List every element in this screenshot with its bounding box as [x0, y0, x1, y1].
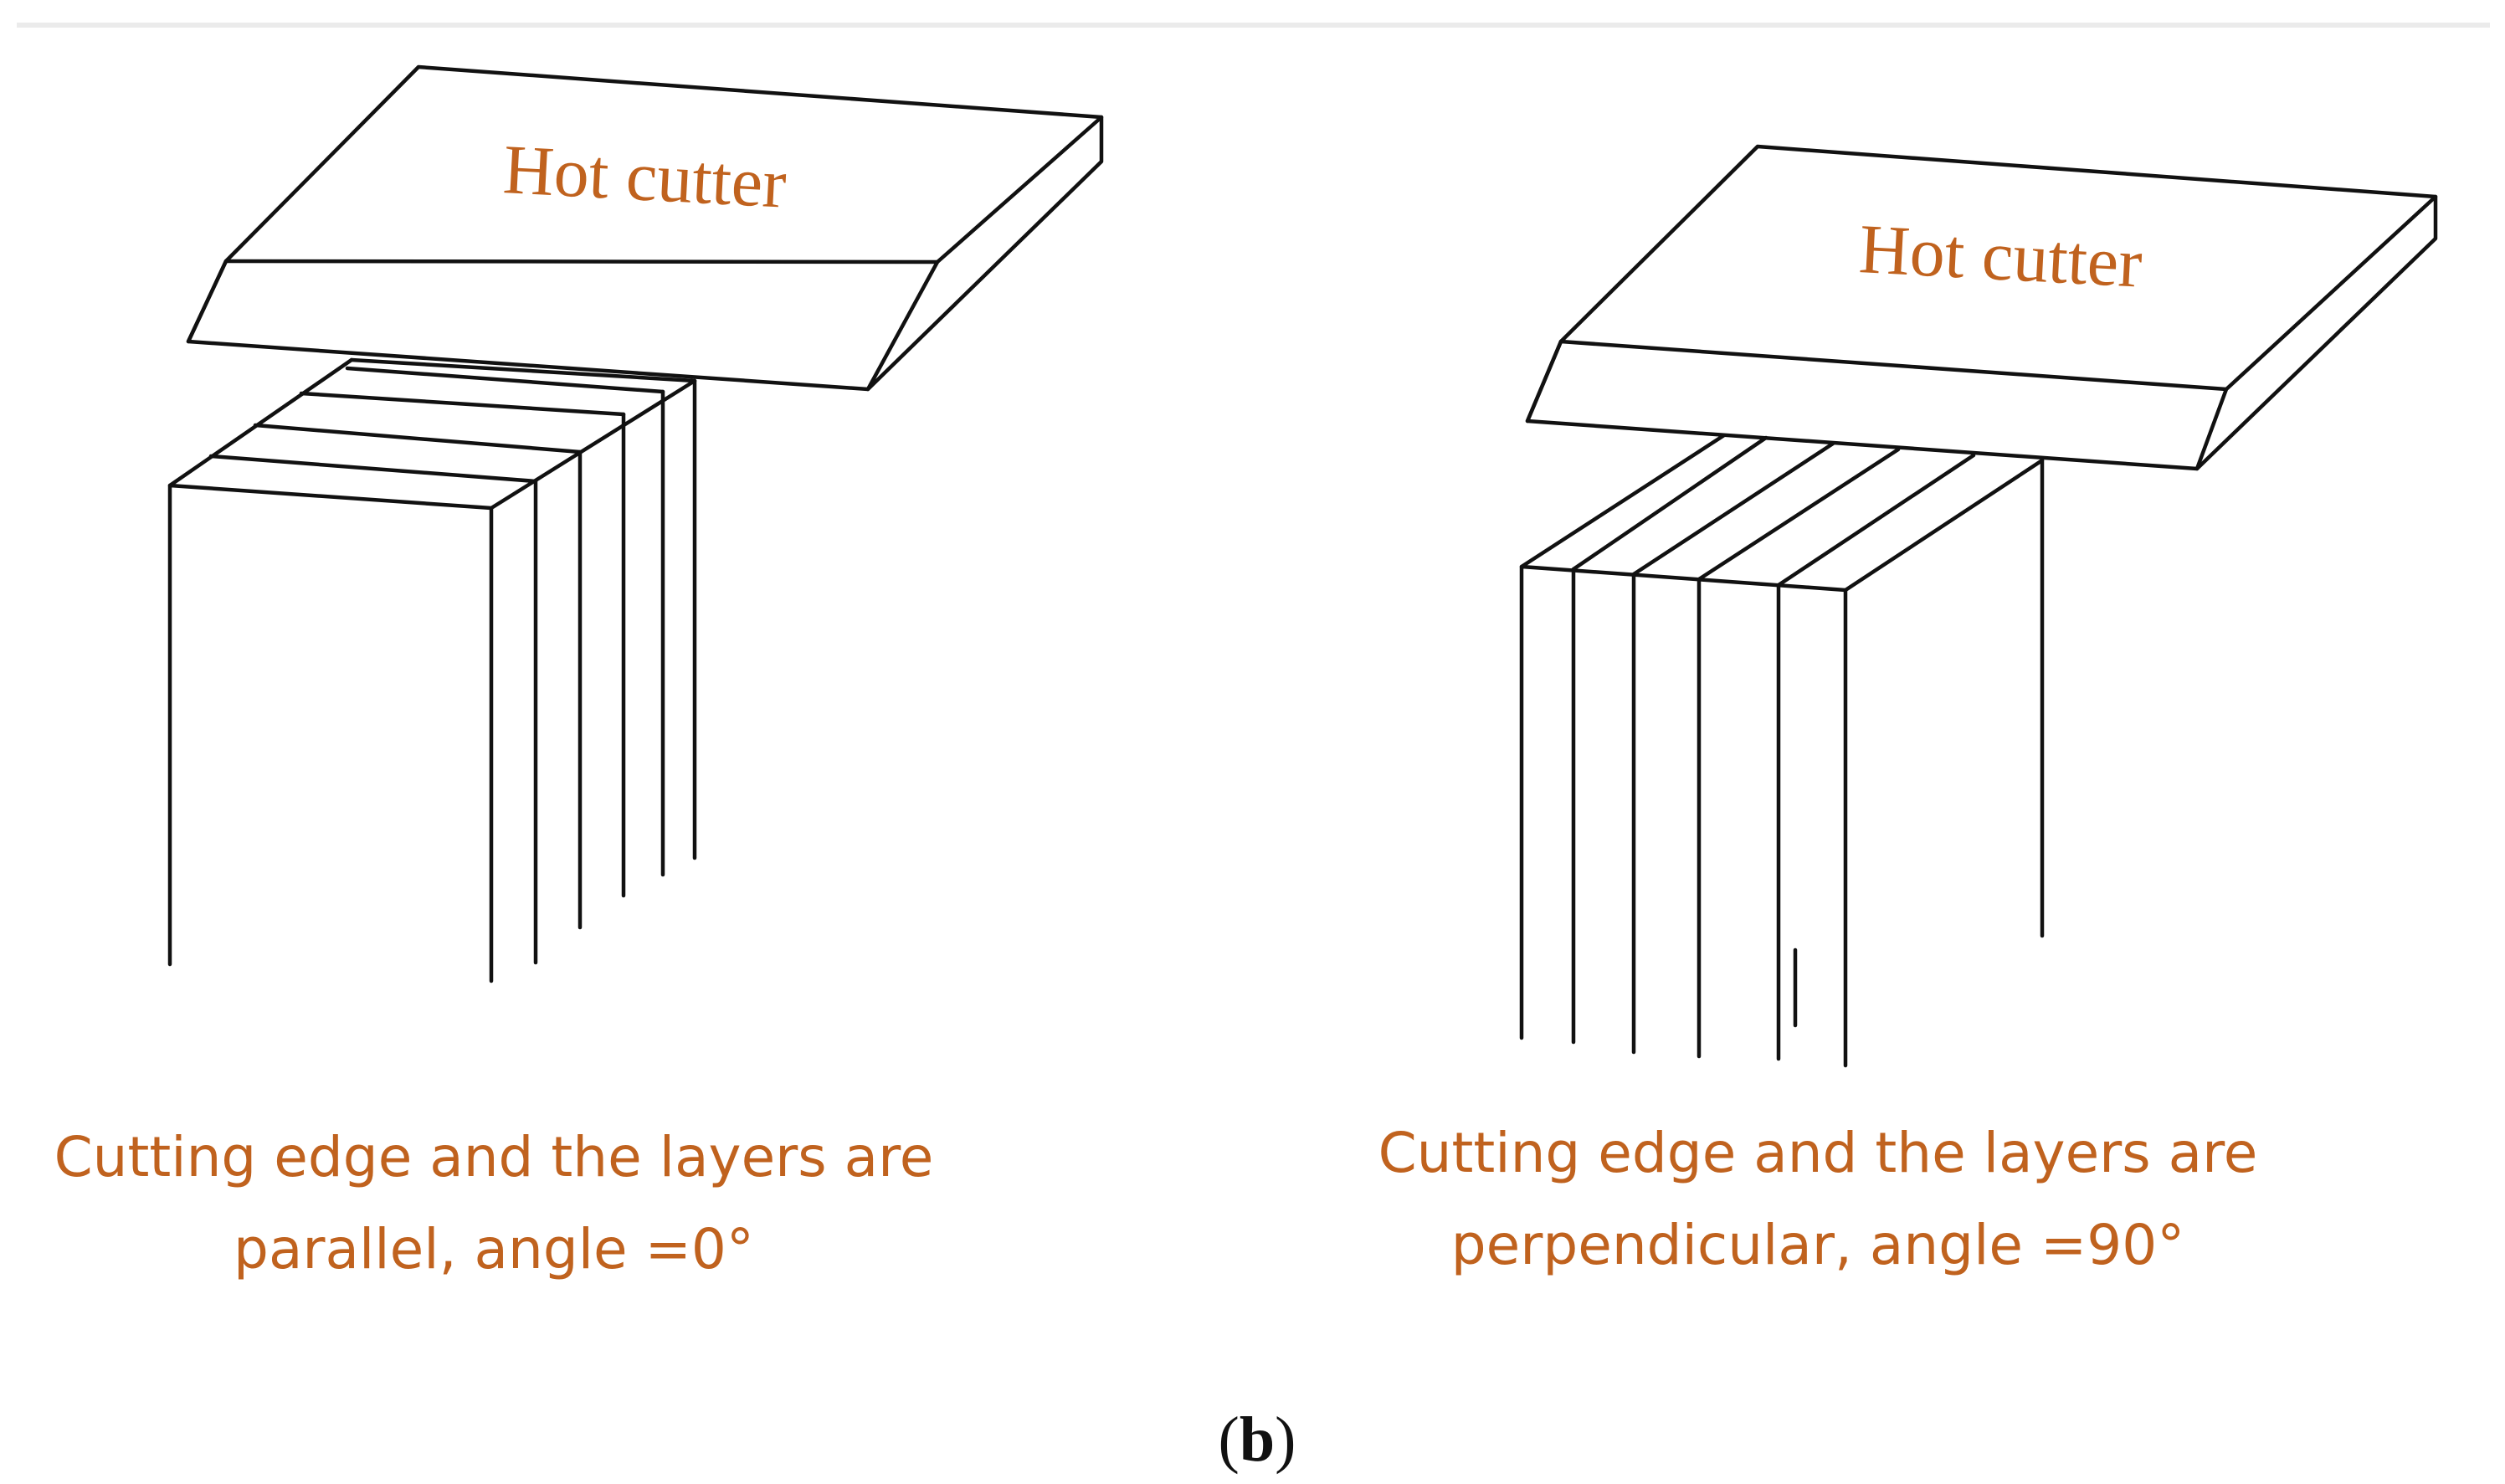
- left-caption-line2: parallel, angle =0°: [234, 1217, 754, 1281]
- right-caption-line2: perpendicular, angle =90°: [1451, 1213, 2185, 1277]
- left-panel: Hot cutter Cutting edge and the layers a…: [54, 64, 1104, 1281]
- right-caption-line1: Cutting edge and the layers are: [1378, 1121, 2258, 1185]
- right-hot-cutter: [1525, 144, 2438, 471]
- left-cutter-label: Hot cutter: [501, 131, 788, 223]
- left-specimen: [167, 357, 697, 983]
- panel-label-letter: b: [1240, 1404, 1275, 1475]
- right-layer-line: [1697, 447, 1901, 582]
- right-layer-line: [1631, 441, 1835, 577]
- panel-label-open: (: [1219, 1404, 1240, 1475]
- right-layer-line: [1571, 435, 1768, 572]
- left-layer-line: [253, 423, 583, 454]
- left-hot-cutter: [186, 64, 1104, 392]
- panel-label: (b): [1219, 1404, 1296, 1475]
- right-specimen: [1519, 433, 2045, 1068]
- right-layer-line: [1776, 453, 1976, 588]
- left-caption-line1: Cutting edge and the layers are: [54, 1125, 934, 1189]
- panel-label-close: ): [1275, 1404, 1296, 1475]
- left-layer-line: [345, 366, 665, 394]
- left-layer-line: [208, 454, 538, 484]
- right-panel: Hot cutter Cutting edge and the layers a…: [1378, 144, 2438, 1277]
- left-layer-line: [299, 391, 626, 417]
- right-cutter-label: Hot cutter: [1857, 210, 2144, 303]
